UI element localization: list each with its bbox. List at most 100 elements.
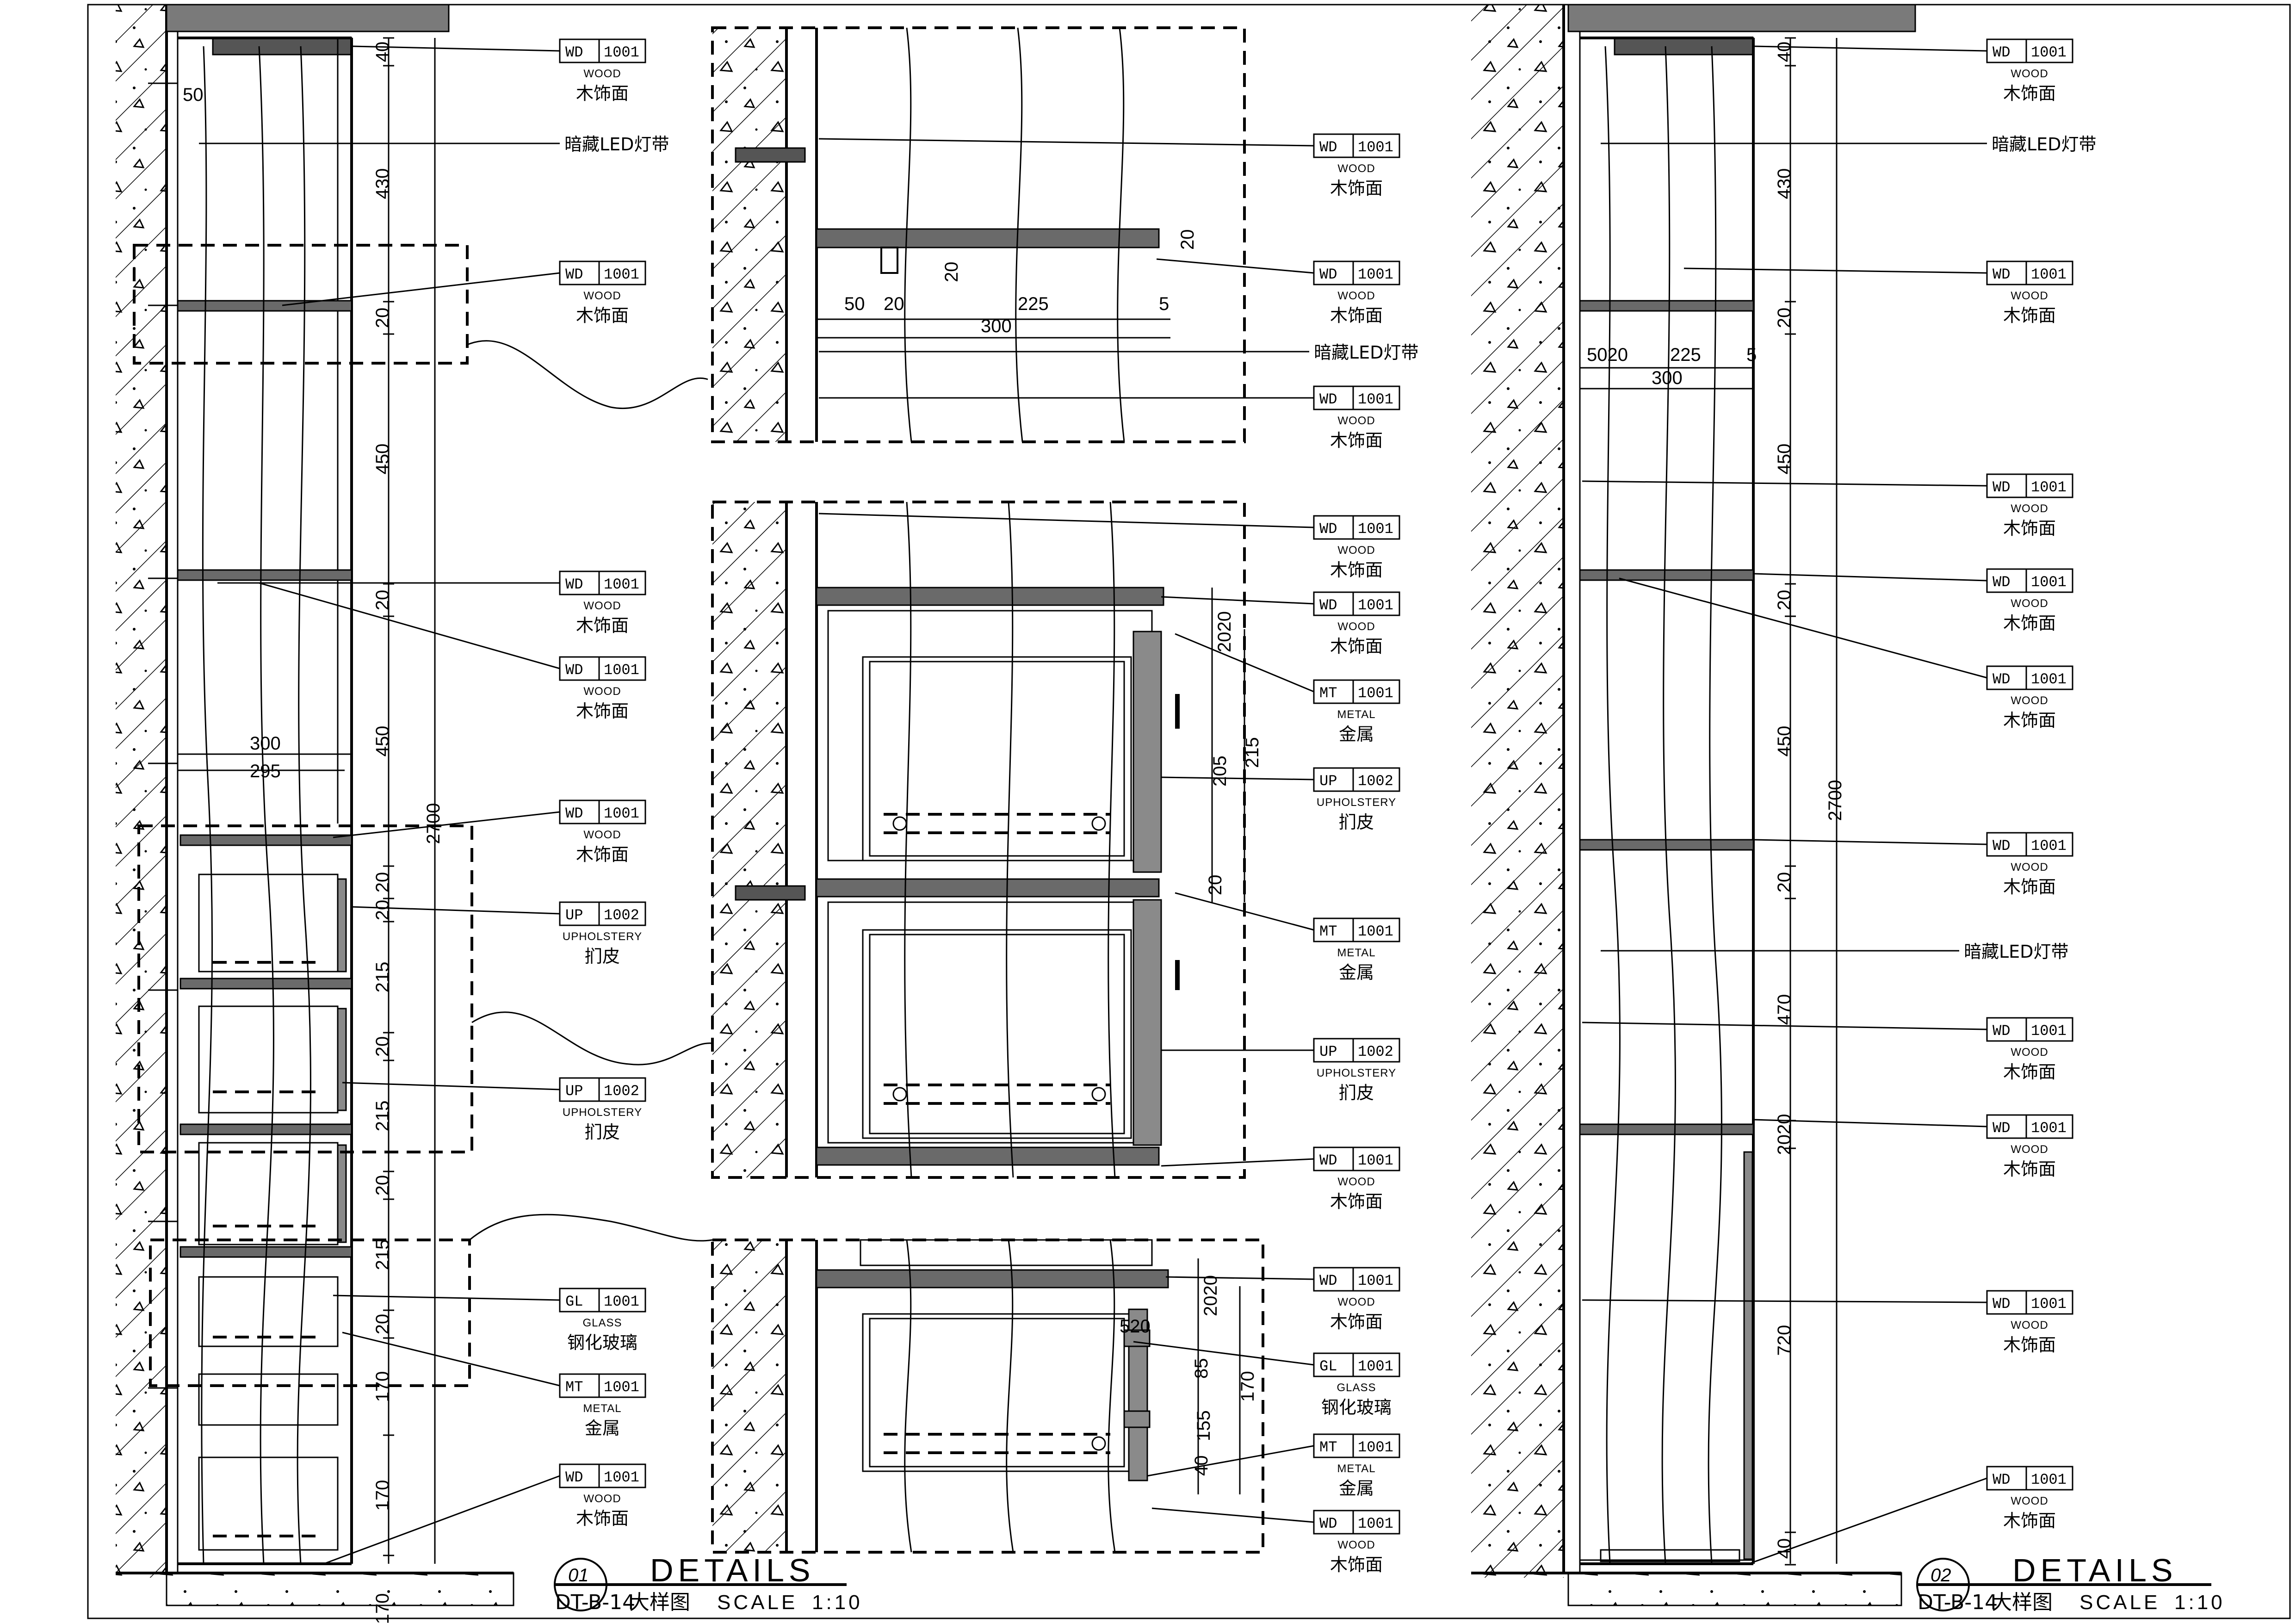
material-number: 1001 <box>2031 837 2067 855</box>
material-code: UP <box>565 907 583 924</box>
material-english: WOOD <box>2011 861 2048 873</box>
callout-connector-1 <box>467 340 708 409</box>
material-number: 1002 <box>1358 773 1393 790</box>
material-english: WOOD <box>2011 502 2048 515</box>
material-english: WOOD <box>2011 694 2048 707</box>
material-chinese: 木饰面 <box>2003 1511 2056 1531</box>
title-number-01: 01 <box>568 1565 589 1586</box>
material-code: MT <box>1319 1439 1337 1456</box>
material-number: 1001 <box>2031 479 2067 496</box>
material-chinese: 扪皮 <box>585 946 620 966</box>
note-led-middle: 暗藏LED灯带 <box>1314 342 1418 363</box>
material-english: WOOD <box>583 68 621 80</box>
material-number: 1001 <box>604 805 639 822</box>
material-chinese: 木饰面 <box>1330 560 1383 580</box>
dim-label: 20 <box>372 308 393 328</box>
material-english: UPHOLSTERY <box>1317 1067 1396 1079</box>
material-english: WOOD <box>1337 1296 1375 1308</box>
enlarged-details: 50 20 225 5 300 20 20 <box>711 26 1264 1554</box>
dim-225-mid-top: 225 <box>1018 294 1049 314</box>
material-code: WD <box>1319 266 1337 283</box>
material-chinese: 木饰面 <box>1330 1191 1383 1212</box>
material-code: UP <box>1319 773 1337 790</box>
material-code: WD <box>565 266 583 283</box>
dim-label: 170 <box>372 1480 393 1511</box>
title-details-01: DETAILS <box>650 1552 815 1588</box>
dim-label: 215 <box>372 1239 393 1270</box>
material-code: WD <box>1319 1515 1337 1532</box>
dim-label: 20 <box>372 1314 393 1335</box>
title-scale-02: SCALE <box>2079 1591 2160 1614</box>
material-number: 1001 <box>2031 266 2067 283</box>
material-code: MT <box>1319 685 1337 702</box>
detail-middle: 2020 205 215 20 <box>711 501 1262 1179</box>
material-code: WD <box>1993 1120 2010 1137</box>
material-chinese: 金属 <box>1339 1478 1374 1499</box>
material-english: WOOD <box>2011 1046 2048 1059</box>
material-code: WD <box>1993 671 2010 688</box>
dim-2020-mid-bot: 2020 <box>1201 1275 1221 1316</box>
material-number: 1001 <box>1358 597 1393 614</box>
sheet-border <box>87 4 2291 1619</box>
material-english: WOOD <box>583 290 621 302</box>
material-number: 1001 <box>1358 1358 1393 1375</box>
material-english: WOOD <box>2011 597 2048 610</box>
dim-2020-mid-mid: 2020 <box>1214 611 1235 652</box>
material-code: WD <box>1993 1022 2010 1040</box>
callout-connector-3 <box>469 1214 713 1242</box>
dim-label: 20 <box>1774 308 1795 328</box>
dim-label: 430 <box>1774 168 1795 199</box>
material-chinese: 木饰面 <box>576 1508 629 1529</box>
dim-label: 170 <box>372 1371 393 1402</box>
title-number-02: 02 <box>1931 1565 1951 1586</box>
material-english: WOOD <box>2011 1143 2048 1156</box>
note-led-right-bottom: 暗藏LED灯带 <box>1964 942 2068 962</box>
material-code: WD <box>1319 597 1337 614</box>
dim-20-mid-mid: 20 <box>1205 875 1225 896</box>
wall-anchors-left <box>148 82 178 1389</box>
dim-label: 40 <box>372 42 393 62</box>
dim-20-mid-top: 20 <box>884 294 904 314</box>
dim-155-mid-bot: 155 <box>1194 1410 1214 1441</box>
note-led-right-top: 暗藏LED灯带 <box>1992 134 2096 155</box>
material-number: 1001 <box>1358 520 1393 538</box>
dim-label: 450 <box>1774 444 1795 475</box>
left-vertical-dimensions: 4043020450204502020215202152021520170170… <box>372 37 444 1623</box>
material-chinese: 木饰面 <box>2003 1159 2056 1179</box>
material-english: METAL <box>1337 947 1375 959</box>
callout-box-lower <box>149 1239 471 1387</box>
dim-label: 720 <box>1774 1325 1795 1356</box>
title-scale-01: SCALE <box>717 1591 798 1614</box>
material-number: 1001 <box>1358 685 1393 702</box>
material-chinese: 木饰面 <box>2003 1335 2056 1355</box>
dim-170-mid-bot: 170 <box>1238 1371 1258 1402</box>
dim-520-mid-bot: 520 <box>1120 1316 1151 1337</box>
material-code: WD <box>1319 139 1337 156</box>
material-number: 1001 <box>2031 1022 2067 1040</box>
dim-label: 20 <box>372 900 393 921</box>
material-number: 1001 <box>604 266 639 283</box>
dim-85-mid-bot: 85 <box>1191 1358 1212 1379</box>
dim-50-mid-top: 50 <box>844 294 865 314</box>
material-chinese: 木饰面 <box>1330 1555 1383 1575</box>
material-english: WOOD <box>2011 1495 2048 1507</box>
material-chinese: 扪皮 <box>1339 812 1374 832</box>
material-chinese: 木饰面 <box>1330 430 1383 451</box>
